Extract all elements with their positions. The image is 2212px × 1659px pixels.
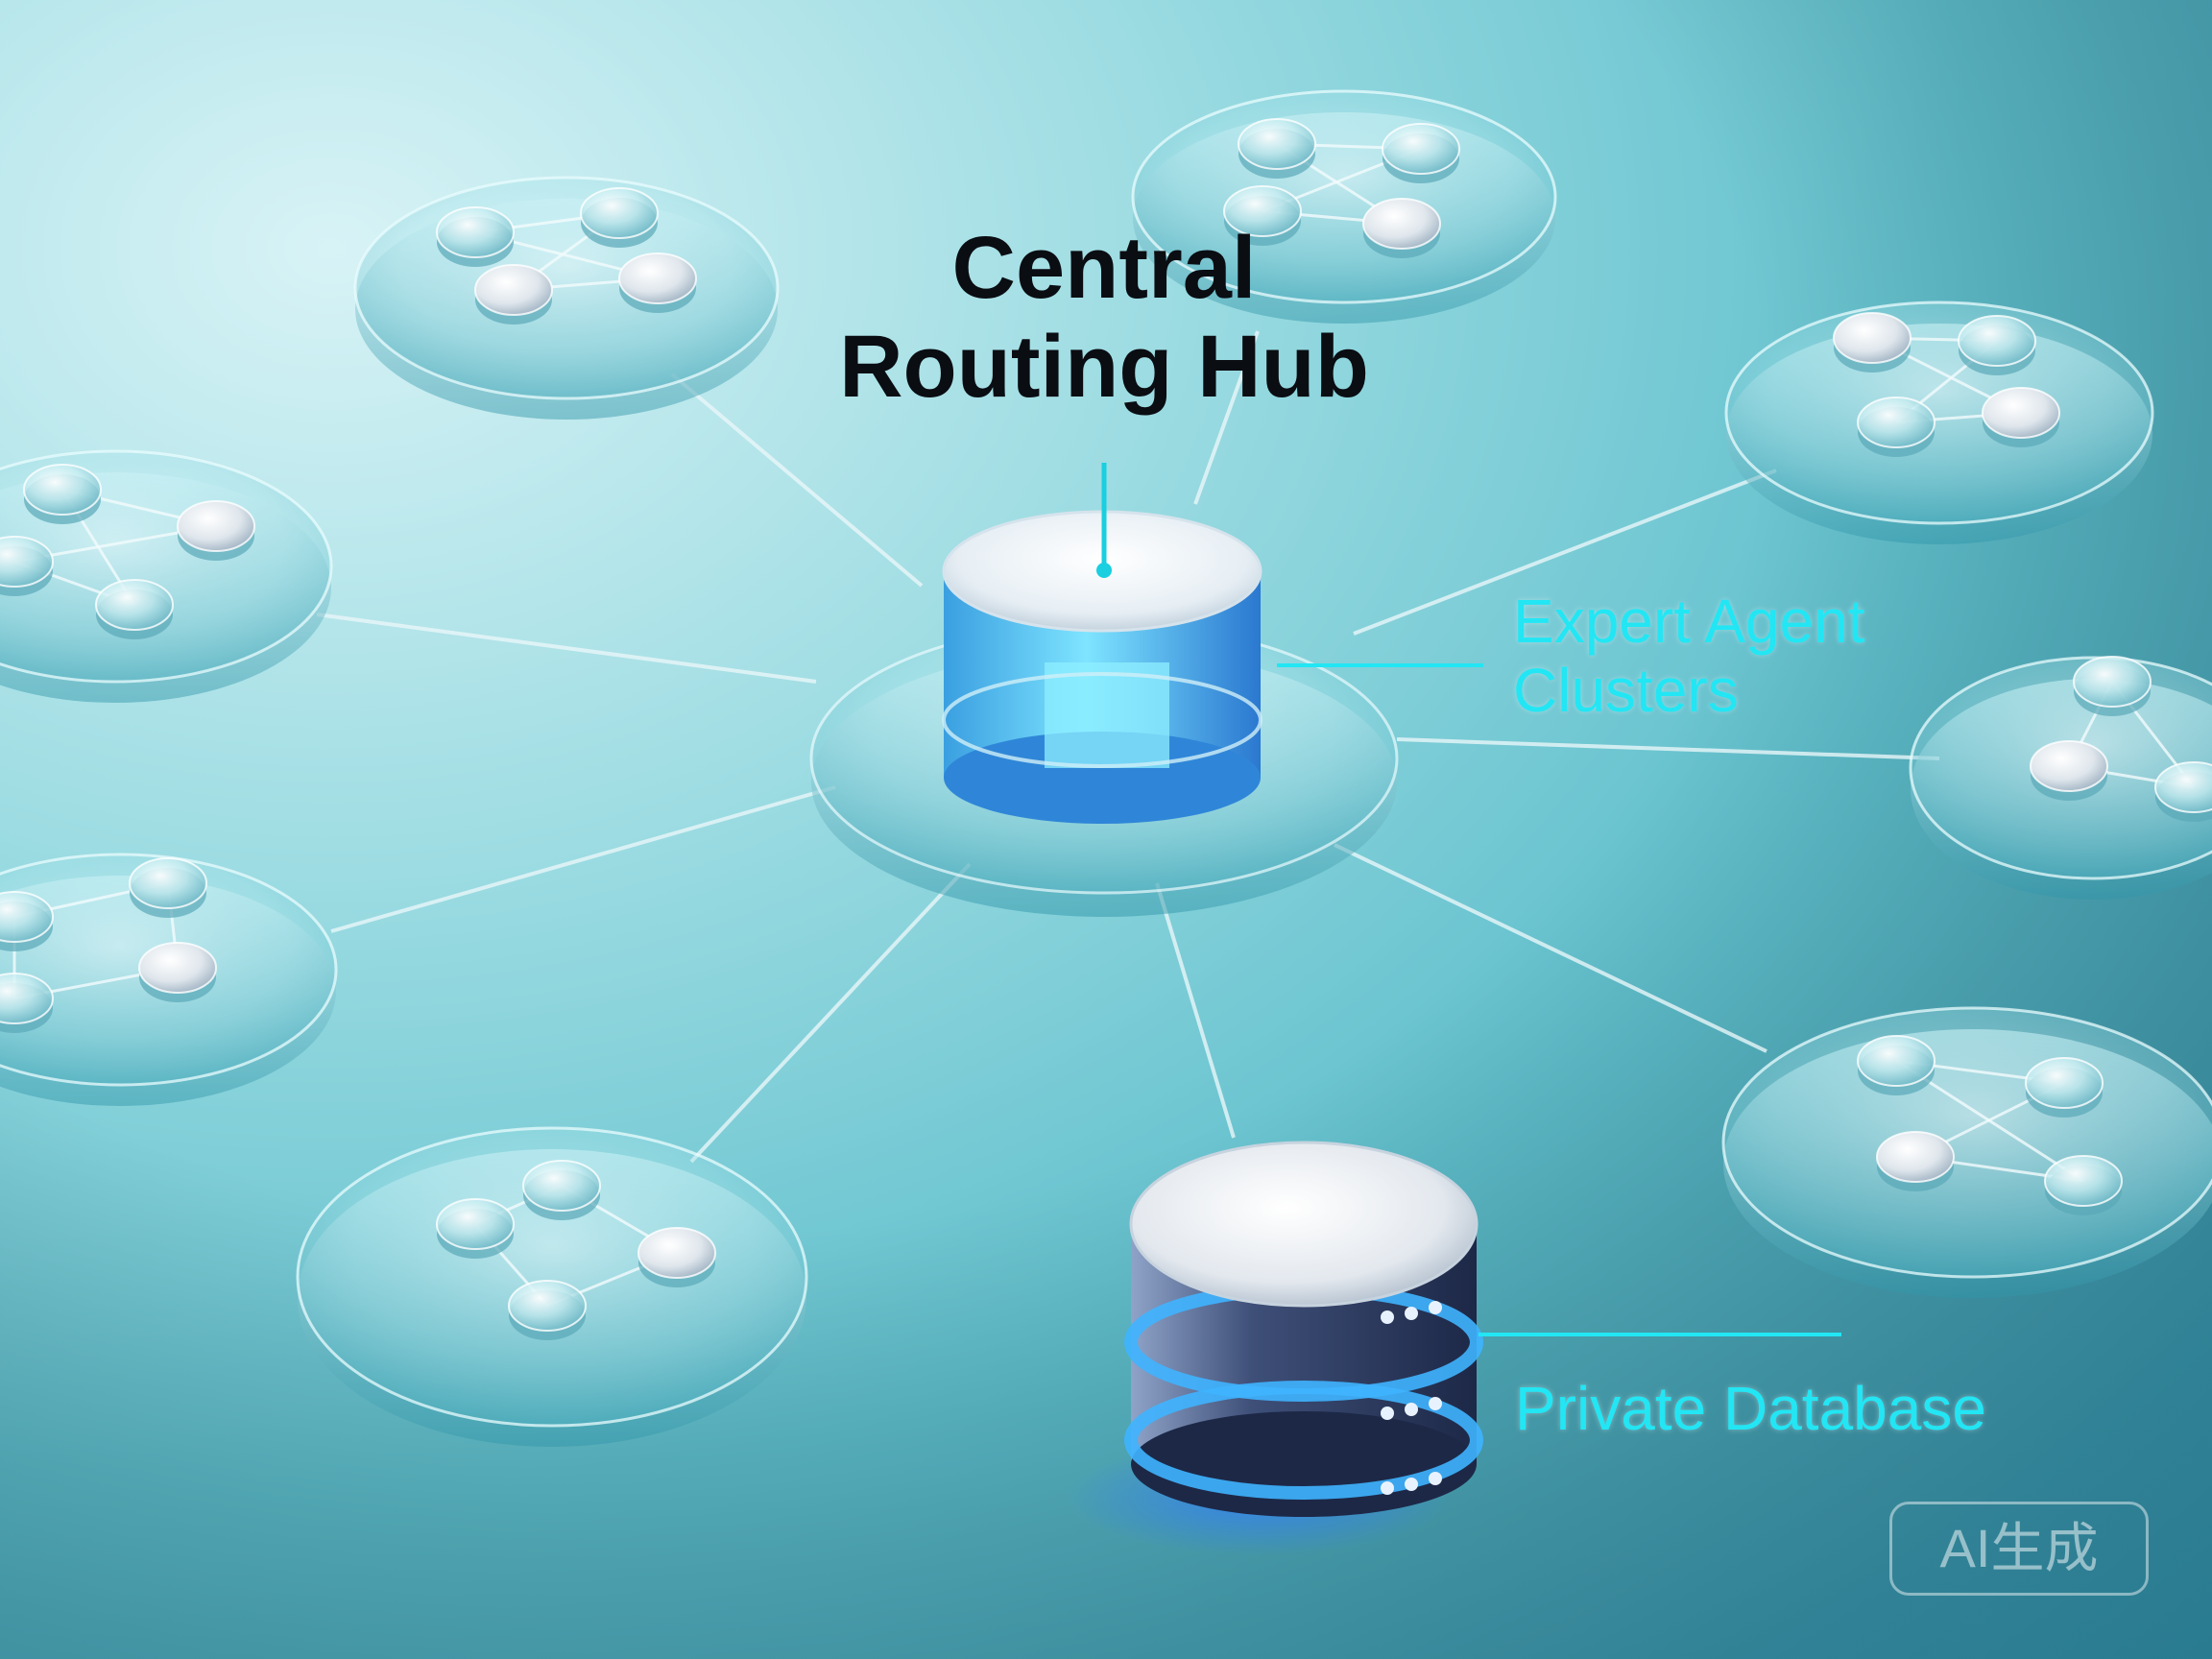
agent-node	[0, 536, 54, 588]
cluster-left-lower	[0, 853, 338, 1106]
agent-node	[1982, 387, 2060, 439]
hub-cylinder-bottom	[944, 732, 1261, 824]
agent-node	[618, 252, 697, 304]
central-hub	[809, 463, 1399, 917]
agent-node	[522, 1160, 601, 1212]
agent-node	[1238, 118, 1316, 170]
database-glow-ring-lower	[1124, 1381, 1483, 1500]
database-bottom	[1131, 1411, 1477, 1517]
cluster-disc	[296, 1126, 808, 1428]
cluster-top-center	[1131, 89, 1557, 324]
agent-node	[0, 891, 54, 943]
clusters-label: Expert Agent Clusters	[1513, 587, 1865, 725]
cluster-right-upper	[1724, 301, 2154, 544]
agent-node	[2030, 740, 2108, 792]
agent-node	[95, 579, 174, 631]
agent-node	[580, 187, 659, 239]
agent-node	[1833, 312, 1911, 364]
hub-cylinder-glow	[1045, 662, 1169, 768]
agent-node	[1958, 315, 2036, 367]
cluster-top-left	[353, 176, 780, 420]
agent-node	[23, 464, 102, 516]
agent-node	[2025, 1057, 2104, 1109]
database-label: Private Database	[1515, 1374, 1986, 1443]
cluster-left-upper	[0, 449, 333, 703]
agent-node	[474, 264, 553, 316]
cluster-disc	[1721, 1006, 2212, 1279]
agent-node	[1382, 123, 1460, 175]
agent-node	[1876, 1131, 1955, 1183]
agent-node	[129, 857, 207, 909]
agent-node	[2044, 1155, 2123, 1207]
agent-node	[1857, 1035, 1936, 1087]
cluster-right-lower	[1721, 1006, 2212, 1298]
agent-node	[1362, 198, 1441, 250]
database-top	[1129, 1141, 1479, 1308]
clusters-label-line-2: Clusters	[1513, 655, 1739, 725]
cluster-bottom-left	[296, 1126, 808, 1447]
clusters-label-line-1: Expert Agent	[1513, 587, 1865, 656]
cluster-disc	[353, 176, 780, 400]
hub-pointer-dot	[1096, 563, 1112, 578]
cluster-disc	[1724, 301, 2154, 525]
private-database	[1066, 1141, 1483, 1555]
hub-cylinder-band	[942, 672, 1262, 768]
agent-node	[0, 973, 54, 1024]
ai-generated-watermark: AI生成	[1889, 1502, 2149, 1596]
database-indicator-lights	[1381, 1301, 1442, 1495]
hub-title-line-2: Routing Hub	[839, 318, 1369, 417]
cluster-right-middle	[1909, 656, 2212, 900]
agent-node	[1857, 397, 1936, 448]
hub-title: Central Routing Hub	[816, 219, 1392, 417]
agent-node	[436, 206, 515, 258]
agent-node	[508, 1280, 587, 1332]
hub-title-line-1: Central	[951, 219, 1257, 317]
agent-node	[177, 500, 255, 552]
agent-node	[1223, 185, 1302, 237]
agent-node	[637, 1227, 716, 1279]
agent-node	[2154, 761, 2212, 813]
agent-node	[138, 942, 217, 994]
connection-lines	[316, 330, 1940, 1164]
expert-agent-clusters	[0, 89, 2212, 1447]
agent-node	[2073, 656, 2152, 708]
agent-node	[436, 1198, 515, 1250]
